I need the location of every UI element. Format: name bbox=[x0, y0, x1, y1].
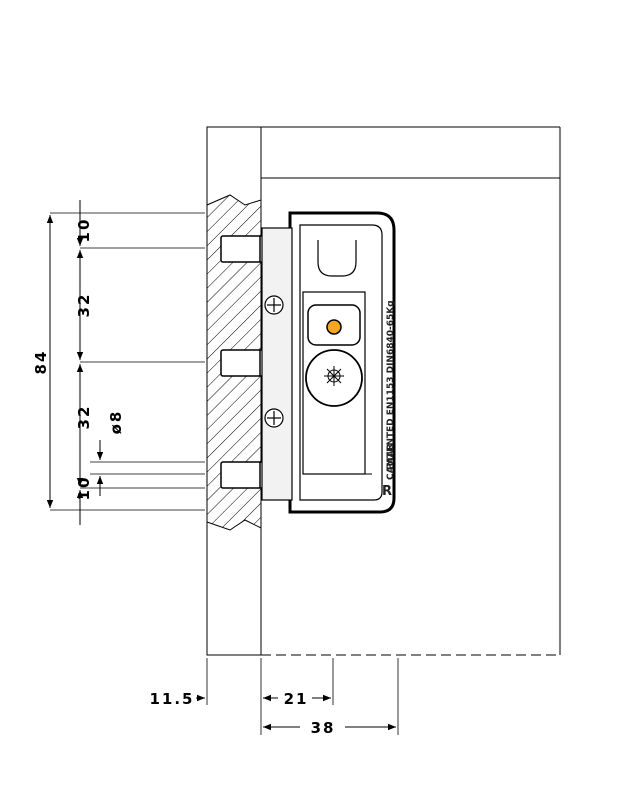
extension-lines bbox=[50, 212, 399, 735]
dim-overall-label: 38 bbox=[311, 719, 336, 737]
cam-adjuster-icon bbox=[305, 349, 363, 407]
vertical-dimension-lines bbox=[46, 200, 104, 525]
hinge-left-rail bbox=[261, 227, 293, 501]
hinge-brand: CAMAR bbox=[386, 444, 396, 480]
dim-upper-spacing-label: 32 bbox=[75, 293, 93, 318]
hinge-marking-text: PATENTED EN1153 DIN6840-65Kg bbox=[386, 300, 396, 470]
dim-lower-spacing-label: 32 bbox=[75, 405, 93, 430]
screw-upper-icon bbox=[264, 295, 284, 315]
screw-lower-icon bbox=[264, 408, 284, 428]
hinge-corner-letter: R bbox=[382, 484, 392, 499]
hinge-inner-shell bbox=[299, 224, 383, 501]
dim-side-offset-label: 11.5 bbox=[149, 690, 194, 708]
dim-bottom-offset-label: 10 bbox=[75, 476, 93, 501]
dim-mid-label: 21 bbox=[284, 690, 309, 708]
dim-total-label: 84 bbox=[32, 350, 50, 375]
hinge-top-block bbox=[317, 240, 357, 277]
dim-hole-diameter-label: ø8 bbox=[107, 410, 125, 435]
horizontal-dimension-lines bbox=[196, 694, 396, 731]
adjustment-dot bbox=[326, 319, 342, 335]
dim-top-offset-label: 10 bbox=[75, 218, 93, 243]
